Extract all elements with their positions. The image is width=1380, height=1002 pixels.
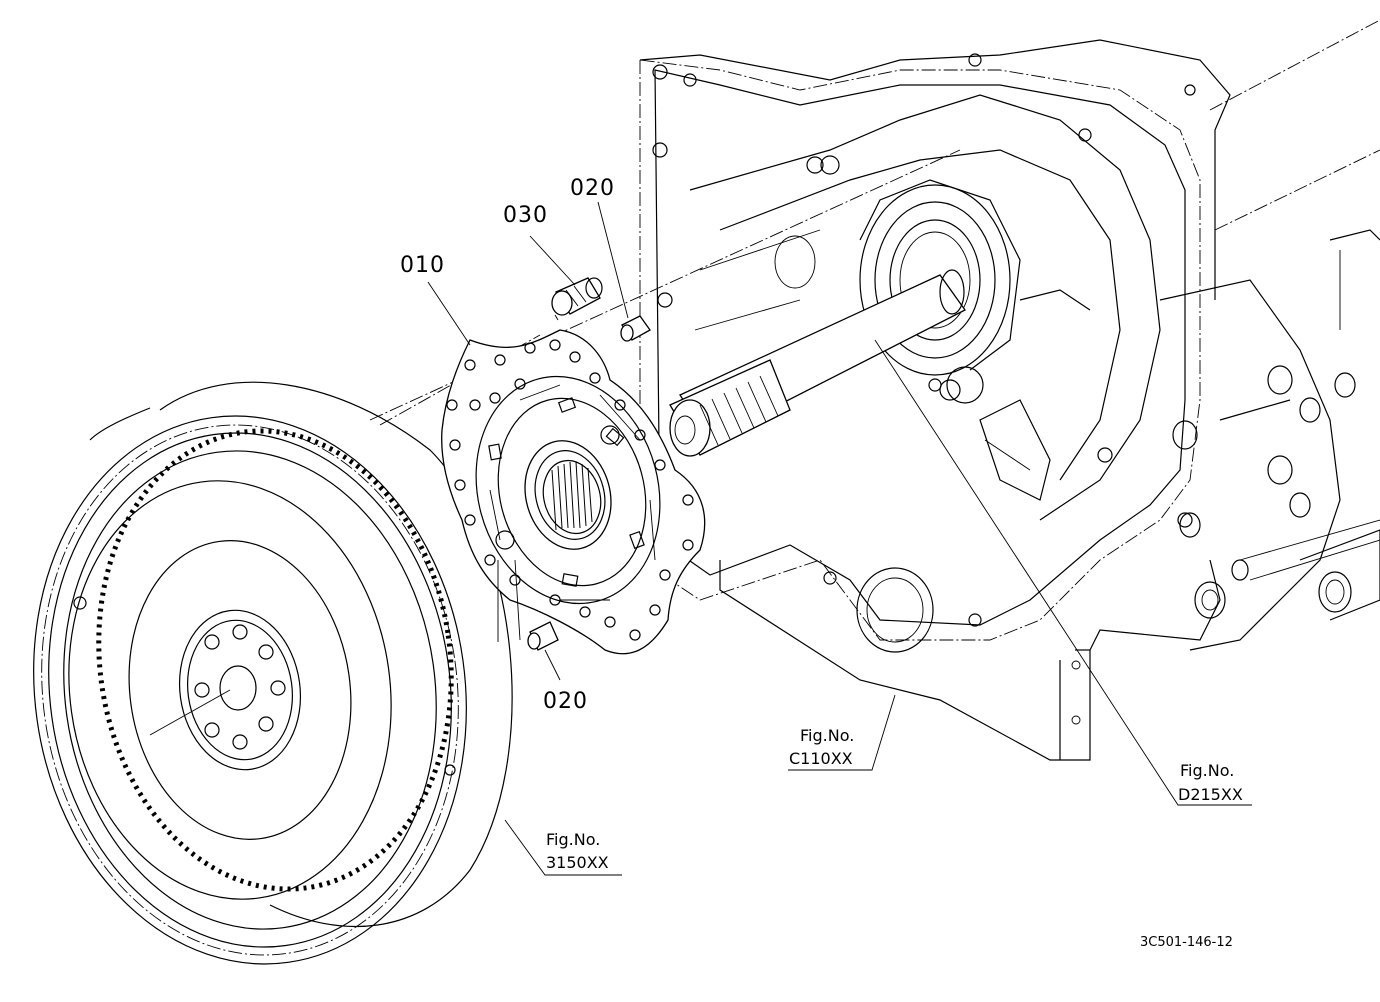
fig-code-c110: C110XX: [789, 749, 853, 768]
input-shaft: [669, 269, 966, 457]
dowel-pin-top: [620, 315, 651, 342]
fig-code-3150: 3150XX: [546, 853, 609, 872]
part-label-020-top: 020: [570, 176, 615, 201]
fig-prefix-c110: Fig.No.: [800, 726, 854, 745]
leader-lines: [427, 201, 1252, 876]
clutch-bolt: [551, 277, 603, 321]
part-label-030: 030: [503, 203, 548, 228]
part-labels: 010 030 020 020: [400, 176, 615, 714]
clutch-disc: [441, 329, 706, 655]
fig-code-d215: D215XX: [1178, 785, 1243, 804]
drawing-code: 3C501-146-12: [1140, 935, 1233, 950]
transmission-housing: [639, 19, 1380, 761]
part-label-010: 010: [400, 253, 445, 278]
assembly-centerline: [369, 149, 961, 421]
figure-reference-d215: Fig.No. D215XX: [1178, 761, 1243, 804]
figure-reference-3150: Fig.No. 3150XX: [546, 830, 609, 872]
flywheel: [33, 381, 513, 965]
figure-reference-c110: Fig.No. C110XX: [789, 726, 854, 768]
dowel-pin-bottom: [527, 621, 559, 651]
fig-prefix-d215: Fig.No.: [1180, 761, 1234, 780]
fig-prefix-3150: Fig.No.: [546, 830, 600, 849]
part-label-020-bottom: 020: [543, 689, 588, 714]
